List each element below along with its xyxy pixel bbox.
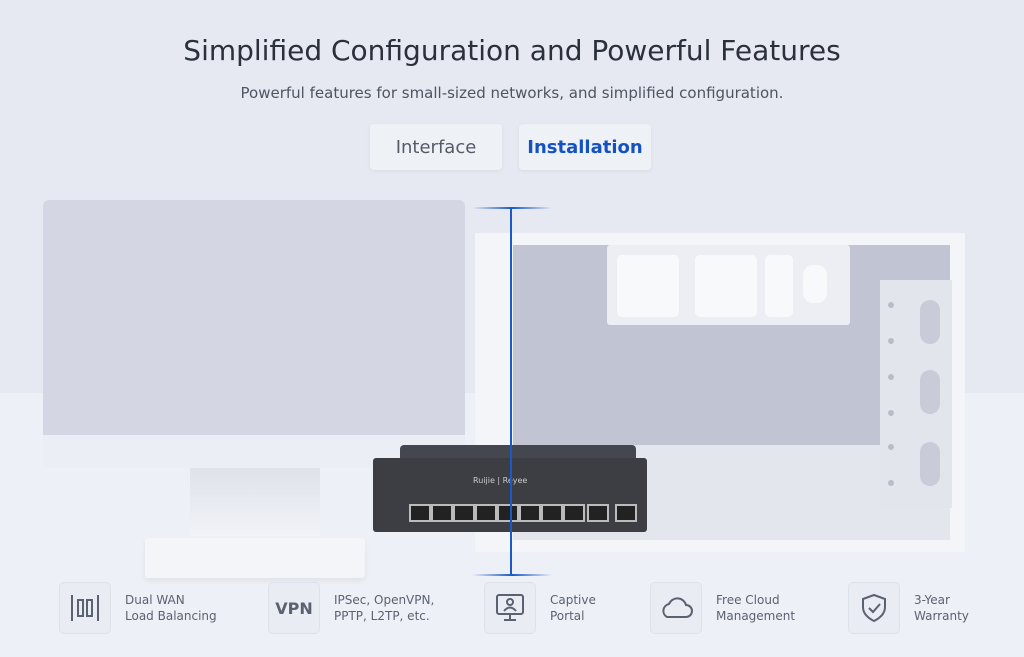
compare-slider-line[interactable] — [510, 208, 512, 575]
tab-interface[interactable]: Interface — [370, 124, 502, 170]
captive-portal-icon — [484, 582, 536, 634]
brand-logo: Ruijie | Reyee — [473, 476, 528, 485]
vpn-icon-text: VPN — [275, 598, 313, 618]
feature-label: Portal — [550, 609, 585, 623]
feature-vpn: VPN IPSec, OpenVPN, PPTP, L2TP, etc. — [268, 582, 434, 634]
feature-label: IPSec, OpenVPN, — [334, 593, 435, 607]
feature-label: Load Balancing — [125, 609, 217, 623]
feature-label: Free Cloud — [716, 593, 780, 607]
cloud-icon — [650, 582, 702, 634]
feature-label: 3-Year — [914, 593, 950, 607]
feature-label: Management — [716, 609, 796, 623]
page-subtitle: Powerful features for small-sized networ… — [240, 84, 784, 102]
feature-dual-wan: Dual WAN Load Balancing — [59, 582, 217, 634]
feature-label: Warranty — [914, 609, 969, 623]
dual-wan-icon — [59, 582, 111, 634]
socket — [695, 255, 757, 317]
tab-installation[interactable]: Installation — [519, 124, 651, 170]
slider-bottom-handle[interactable] — [472, 574, 552, 576]
monitor-screen — [43, 200, 465, 468]
switch — [803, 265, 827, 303]
feature-label: Dual WAN — [125, 593, 185, 607]
feature-label: PPTP, L2TP, etc. — [334, 609, 430, 623]
slider-top-handle[interactable] — [472, 207, 552, 209]
shield-check-icon — [848, 582, 900, 634]
socket — [765, 255, 793, 317]
mounting-rail — [880, 280, 952, 508]
power-socket-panel — [607, 245, 850, 325]
page-title: Simplified Configuration and Powerful Fe… — [183, 34, 841, 67]
feature-label: Captive — [550, 593, 596, 607]
socket — [617, 255, 679, 317]
monitor-base — [145, 538, 365, 578]
vpn-icon: VPN — [268, 582, 320, 634]
monitor-stand — [190, 468, 320, 536]
